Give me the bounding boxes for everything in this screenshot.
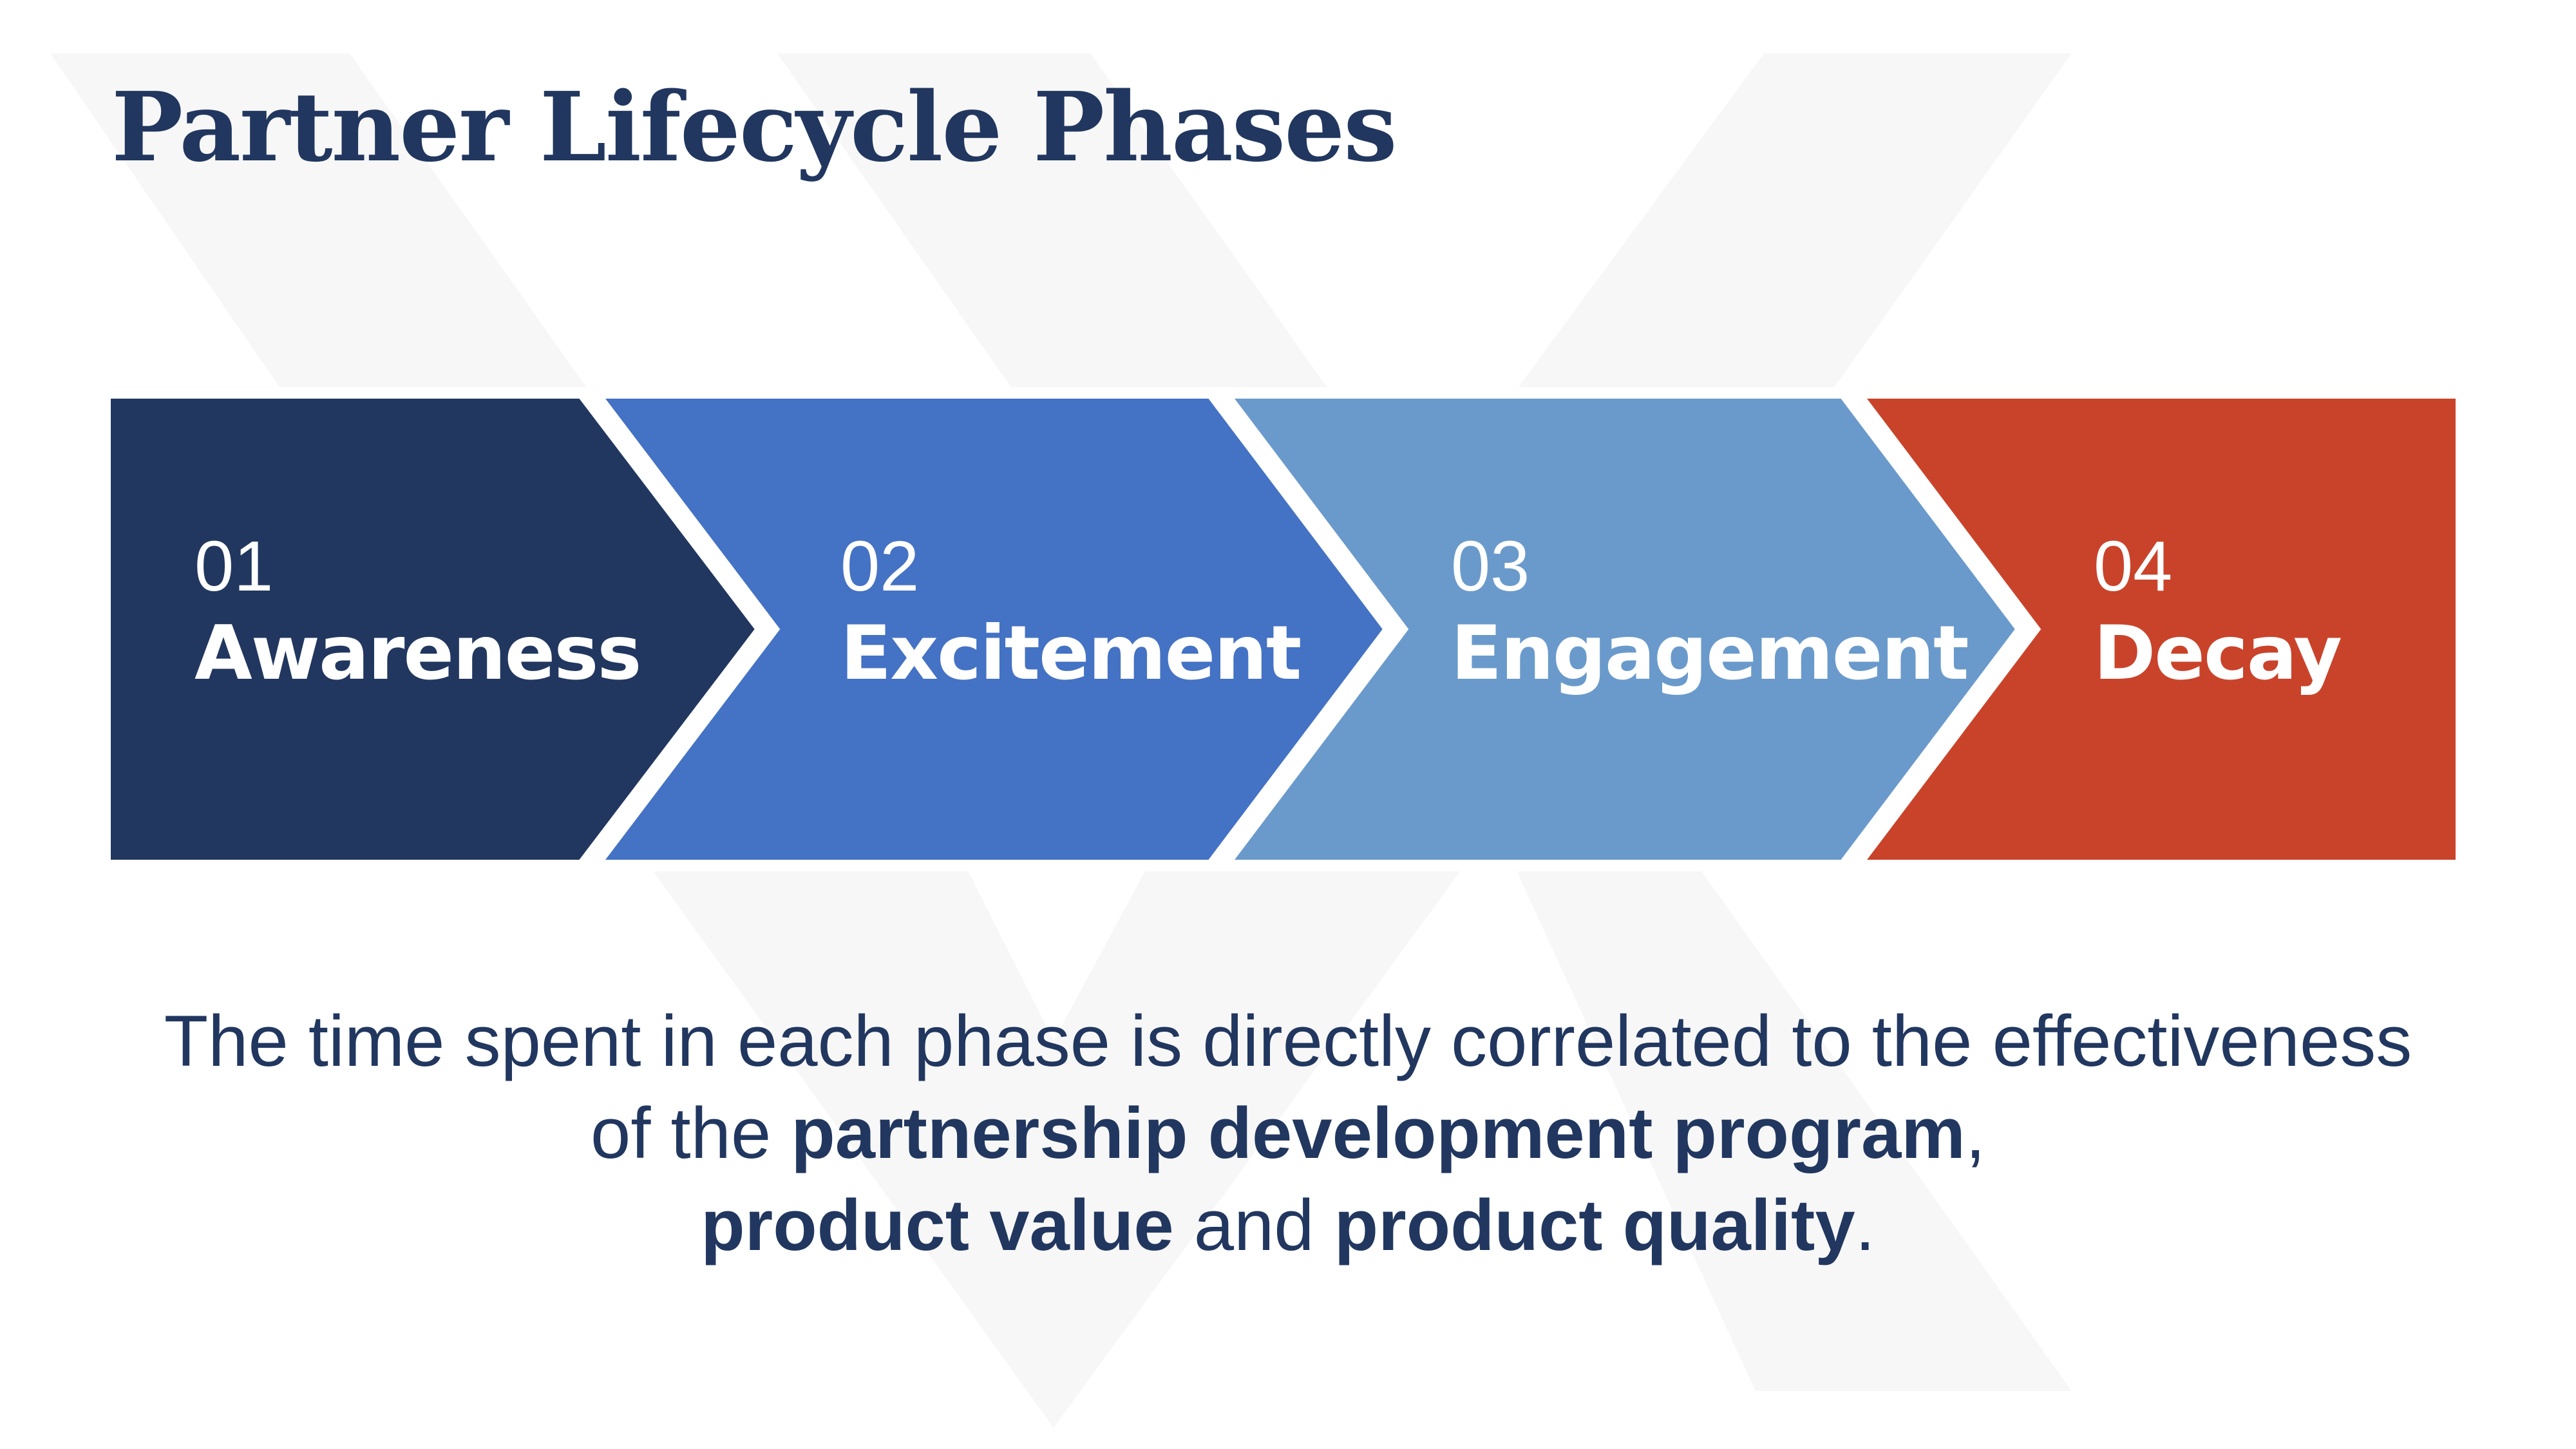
chevron-decay xyxy=(1843,387,2467,871)
phase-label: Excitement xyxy=(840,610,1302,697)
description-part: . xyxy=(1855,1185,1875,1265)
phase-label: Awareness xyxy=(194,610,641,697)
phase-label: Decay xyxy=(2094,610,2342,697)
emphasis-value: product value xyxy=(701,1185,1174,1265)
watermark-logo xyxy=(50,53,2072,1428)
chevron-engagement xyxy=(1211,387,2030,871)
description-part: The time spent in each phase is directly… xyxy=(164,1001,2412,1173)
phase-number: 03 xyxy=(1451,527,1530,606)
phase-number: 01 xyxy=(194,527,274,606)
phase-awareness: 01 Awareness xyxy=(194,527,641,697)
phase-label: Engagement xyxy=(1451,610,1969,697)
page-title: Partner Lifecycle Phases xyxy=(111,71,1397,183)
emphasis-quality: product quality xyxy=(1334,1185,1855,1265)
description-part: and xyxy=(1173,1185,1334,1265)
phase-engagement: 03 Engagement xyxy=(1451,527,1969,697)
chevron-awareness xyxy=(99,387,770,871)
description-part: , xyxy=(1965,1093,1985,1173)
phase-number: 02 xyxy=(840,527,920,606)
phase-number: 04 xyxy=(2094,527,2173,606)
emphasis-program: partnership development program xyxy=(791,1093,1965,1173)
phase-decay: 04 Decay xyxy=(2094,527,2342,697)
phase-excitement: 02 Excitement xyxy=(840,527,1302,697)
description-text: The time spent in each phase is directly… xyxy=(129,995,2447,1271)
chevron-band xyxy=(99,387,2467,871)
chevron-excitement xyxy=(582,387,1397,871)
